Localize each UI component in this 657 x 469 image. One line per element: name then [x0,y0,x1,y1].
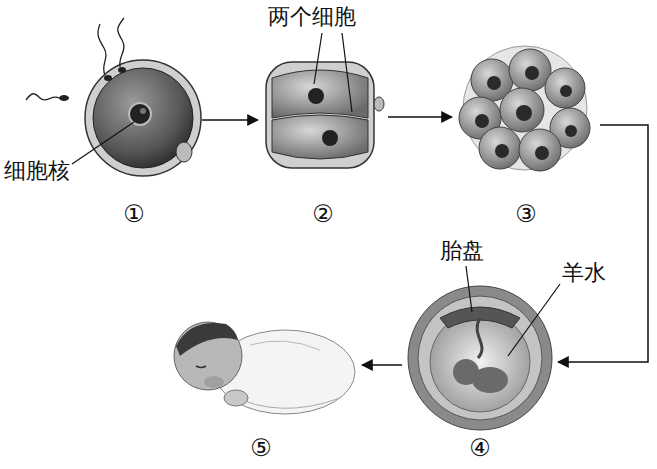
stage-box: ④ [402,276,558,462]
fetus-in-uterus [408,266,560,430]
stage-number: ① [123,200,145,228]
morula [459,46,590,171]
stage-box: ② [258,40,388,228]
stage-arrow [362,364,402,366]
stage-number: ⑤ [250,434,272,462]
stage-arrow [388,116,452,118]
newborn-baby [174,322,355,414]
egg-cell [26,18,201,176]
stage-box: ③ [452,40,600,228]
stage-number: ③ [515,200,537,228]
stage-box: ⑤ [160,296,362,462]
part-label: 两个细胞 [268,4,356,30]
stage-arrow [558,125,648,362]
stage-number: ② [312,200,334,228]
part-label: 细胞核 [4,158,70,184]
stage-box: ① [66,40,202,228]
stage-number: ④ [469,434,491,462]
two-cell-embryo [266,33,384,168]
part-label: 羊水 [562,260,606,286]
part-label: 胎盘 [440,238,484,264]
stage-arrow [202,119,258,121]
